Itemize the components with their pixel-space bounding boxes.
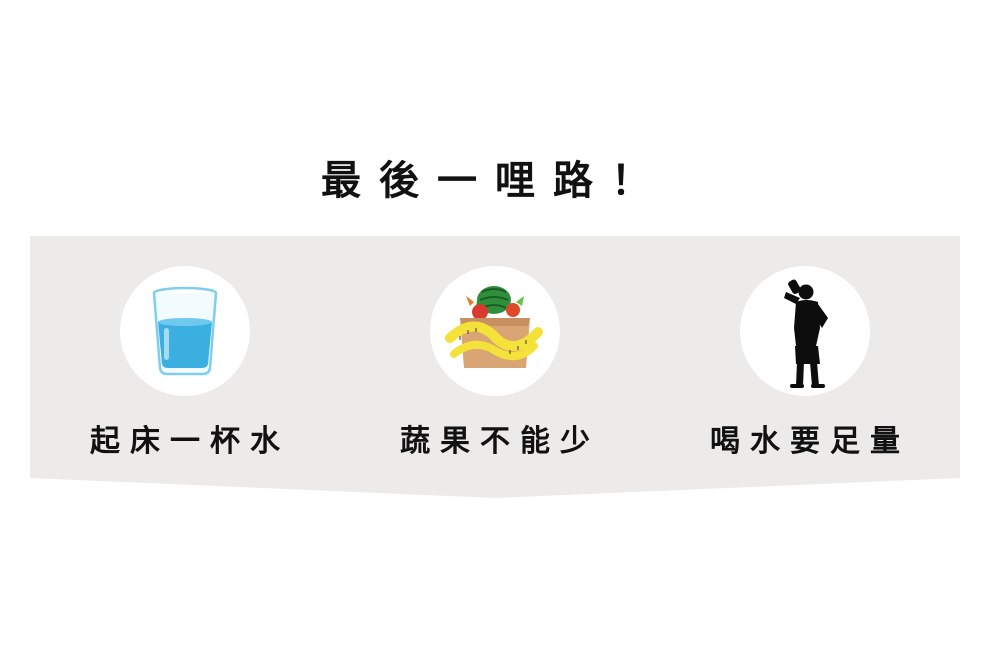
person-drinking-icon (784, 279, 828, 388)
page-title: 最後一哩路！ (321, 158, 669, 204)
tip-label: 蔬果不能少 (400, 424, 600, 459)
tip-icon-circle (120, 266, 250, 396)
tip-icon-circle (740, 266, 870, 396)
tip-item-vegetables: 蔬果不能少 (345, 266, 645, 460)
glass-of-water-icon (152, 286, 218, 376)
tip-label: 起床一杯水 (90, 424, 290, 459)
tip-item-drink: 喝水要足量 (655, 266, 955, 460)
tips-banner: 起床一杯水 蔬果不能少 (30, 236, 960, 498)
tip-icon-circle (430, 266, 560, 396)
vegetable-bag-icon (445, 286, 543, 368)
tip-label: 喝水要足量 (710, 424, 910, 459)
tip-item-water: 起床一杯水 (35, 266, 335, 460)
